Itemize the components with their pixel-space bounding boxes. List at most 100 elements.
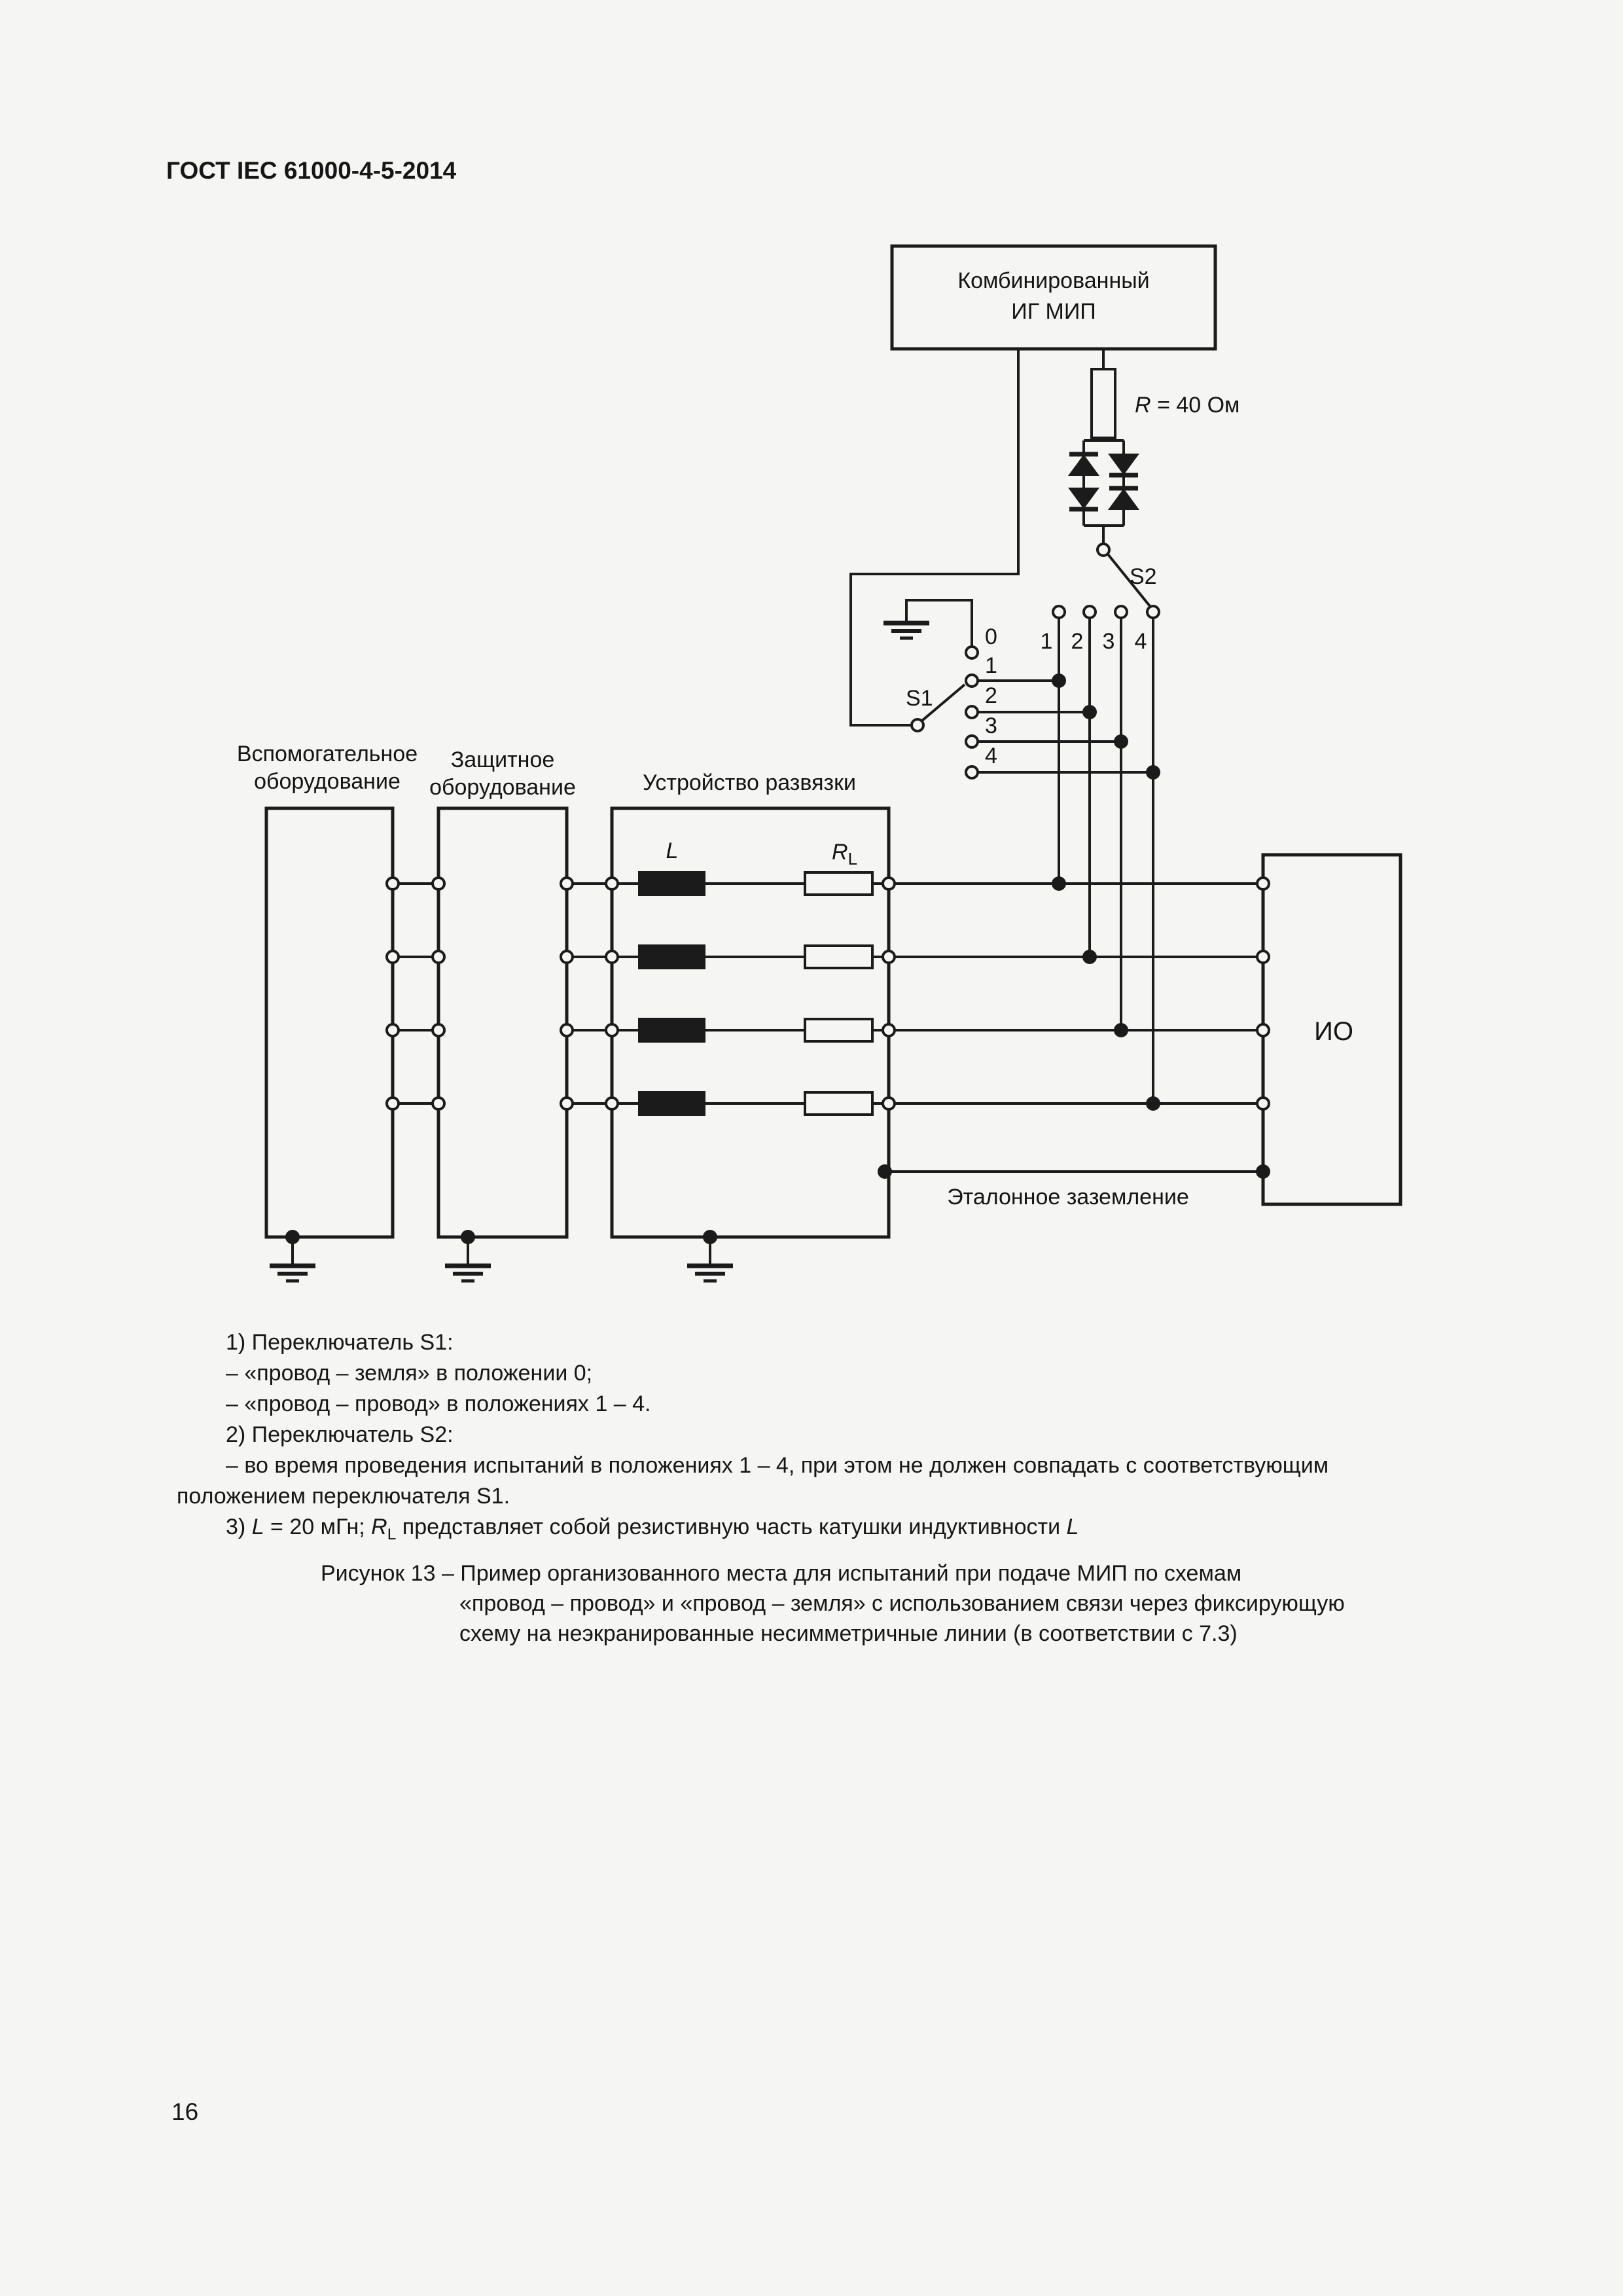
generator-label-line1: Комбинированный [957,268,1149,293]
terminal [431,950,446,964]
diode-left-down-icon [1068,488,1099,512]
coupling-row [385,944,1270,969]
page-number: 16 [171,2098,199,2125]
terminal [1256,1096,1270,1111]
terminal [882,950,896,964]
protective-equipment-label-line1: Защитное [451,747,555,772]
note-line: – во время проведения испытаний в положе… [226,1453,1329,1478]
terminal [1256,876,1270,891]
line-label-4: 4 [1135,629,1147,654]
line-label-2: 2 [1071,629,1084,654]
s2-label: S2 [1130,564,1157,589]
coupling-row [385,871,1270,896]
resistor [1090,368,1116,439]
eut-label: ИО [1314,1017,1353,1046]
s1-position-label-4: 4 [985,744,997,768]
coupling-row [385,1018,1270,1043]
terminal [1256,950,1270,964]
caption-line: схему на неэкранированные несимметричные… [459,1621,1238,1646]
s1-switch-arm [921,683,966,722]
inductor [638,1018,705,1043]
junction-dot [1146,1096,1160,1111]
decoupling-device-label: Устройство развязки [643,770,856,795]
line-label-3: 3 [1103,629,1115,654]
note-line: 3) L = 20 мГн; RL представляет собой рез… [226,1515,1079,1543]
generator-box [890,244,1217,351]
decoupling-device-box [610,806,891,1239]
diode-right-down-icon [1108,454,1139,478]
junction-dot [1052,673,1066,688]
s1-contact-3 [965,734,979,749]
inductor-resistance [804,944,874,969]
protective-equipment-box [437,806,569,1239]
page-header: ГОСТ IEC 61000-4-5-2014 [166,157,457,184]
junction-dot [1052,876,1066,891]
aux-equipment-box [264,806,395,1239]
generator-label-line2: ИГ МИП [1011,299,1096,324]
terminal [385,1023,400,1037]
terminal [560,1096,574,1111]
caption-line: «провод – провод» и «провод – земля» с и… [459,1591,1345,1616]
s1-contact-1 [965,673,979,688]
s1-contact-4 [965,765,979,780]
junction-dot [1082,950,1097,964]
s2-contact-2 [1082,605,1097,619]
inductor [638,1091,705,1116]
terminal [605,950,619,964]
caption-line: Рисунок 13 – Пример организованного мест… [321,1561,1242,1586]
note-line: 2) Переключатель S2: [226,1422,454,1447]
figure-notes: 1) Переключатель S1: – «провод – земля» … [177,1327,1492,1550]
ground-icon [687,1266,733,1281]
ground-icon [270,1266,315,1281]
figure-caption: Рисунок 13 – Пример организованного мест… [321,1558,1466,1649]
terminal [560,950,574,964]
terminal [1256,1023,1270,1037]
junction-dot [1114,734,1128,749]
terminal [882,1023,896,1037]
s1-position-label-1: 1 [985,653,997,678]
resistor-label: R = 40 Ом [1135,393,1240,418]
s1-position-label-3: 3 [985,713,997,738]
note-line: 1) Переключатель S1: [226,1330,454,1355]
terminal [385,1096,400,1111]
s1-label: S1 [906,686,933,711]
terminal [882,1096,896,1111]
s1-contact-2 [965,705,979,719]
s2-contact-1 [1052,605,1066,619]
inductor-resistance [804,1091,874,1116]
ground-icon [445,1266,491,1281]
terminal [605,876,619,891]
terminal [385,876,400,891]
s1-pole-terminal [910,718,925,732]
note-line: – «провод – земля» в положении 0; [226,1361,593,1386]
aux-equipment-label-line2: оборудование [254,769,401,794]
aux-equipment-ground [270,1230,315,1281]
s2-switch-arm [1107,553,1151,607]
decoupling-device-ground [687,1230,733,1281]
inductor-resistance-label: RL [832,840,857,869]
inductor-resistance [804,1018,874,1043]
terminal [605,1023,619,1037]
terminal [385,950,400,964]
terminal [882,876,896,891]
terminal [605,1096,619,1111]
inductor-resistance [804,871,874,896]
s1-position-label-2: 2 [985,683,997,708]
reference-ground-label: Эталонное заземление [947,1185,1189,1210]
s1-position-label-0: 0 [985,624,997,649]
inductor [638,944,705,969]
s2-contact-3 [1114,605,1128,619]
inductor [638,871,705,896]
junction-dot [1114,1023,1128,1037]
coupling-row [385,1091,1270,1116]
terminal [431,1023,446,1037]
s2-pole-terminal [1096,543,1111,557]
diode-right-up-icon [1108,486,1139,510]
aux-equipment-label-line1: Вспомогательное [237,742,418,766]
wires [1058,618,1154,1103]
note-line: – «провод – провод» в положениях 1 – 4. [226,1391,651,1416]
terminal [431,876,446,891]
terminal [431,1096,446,1111]
